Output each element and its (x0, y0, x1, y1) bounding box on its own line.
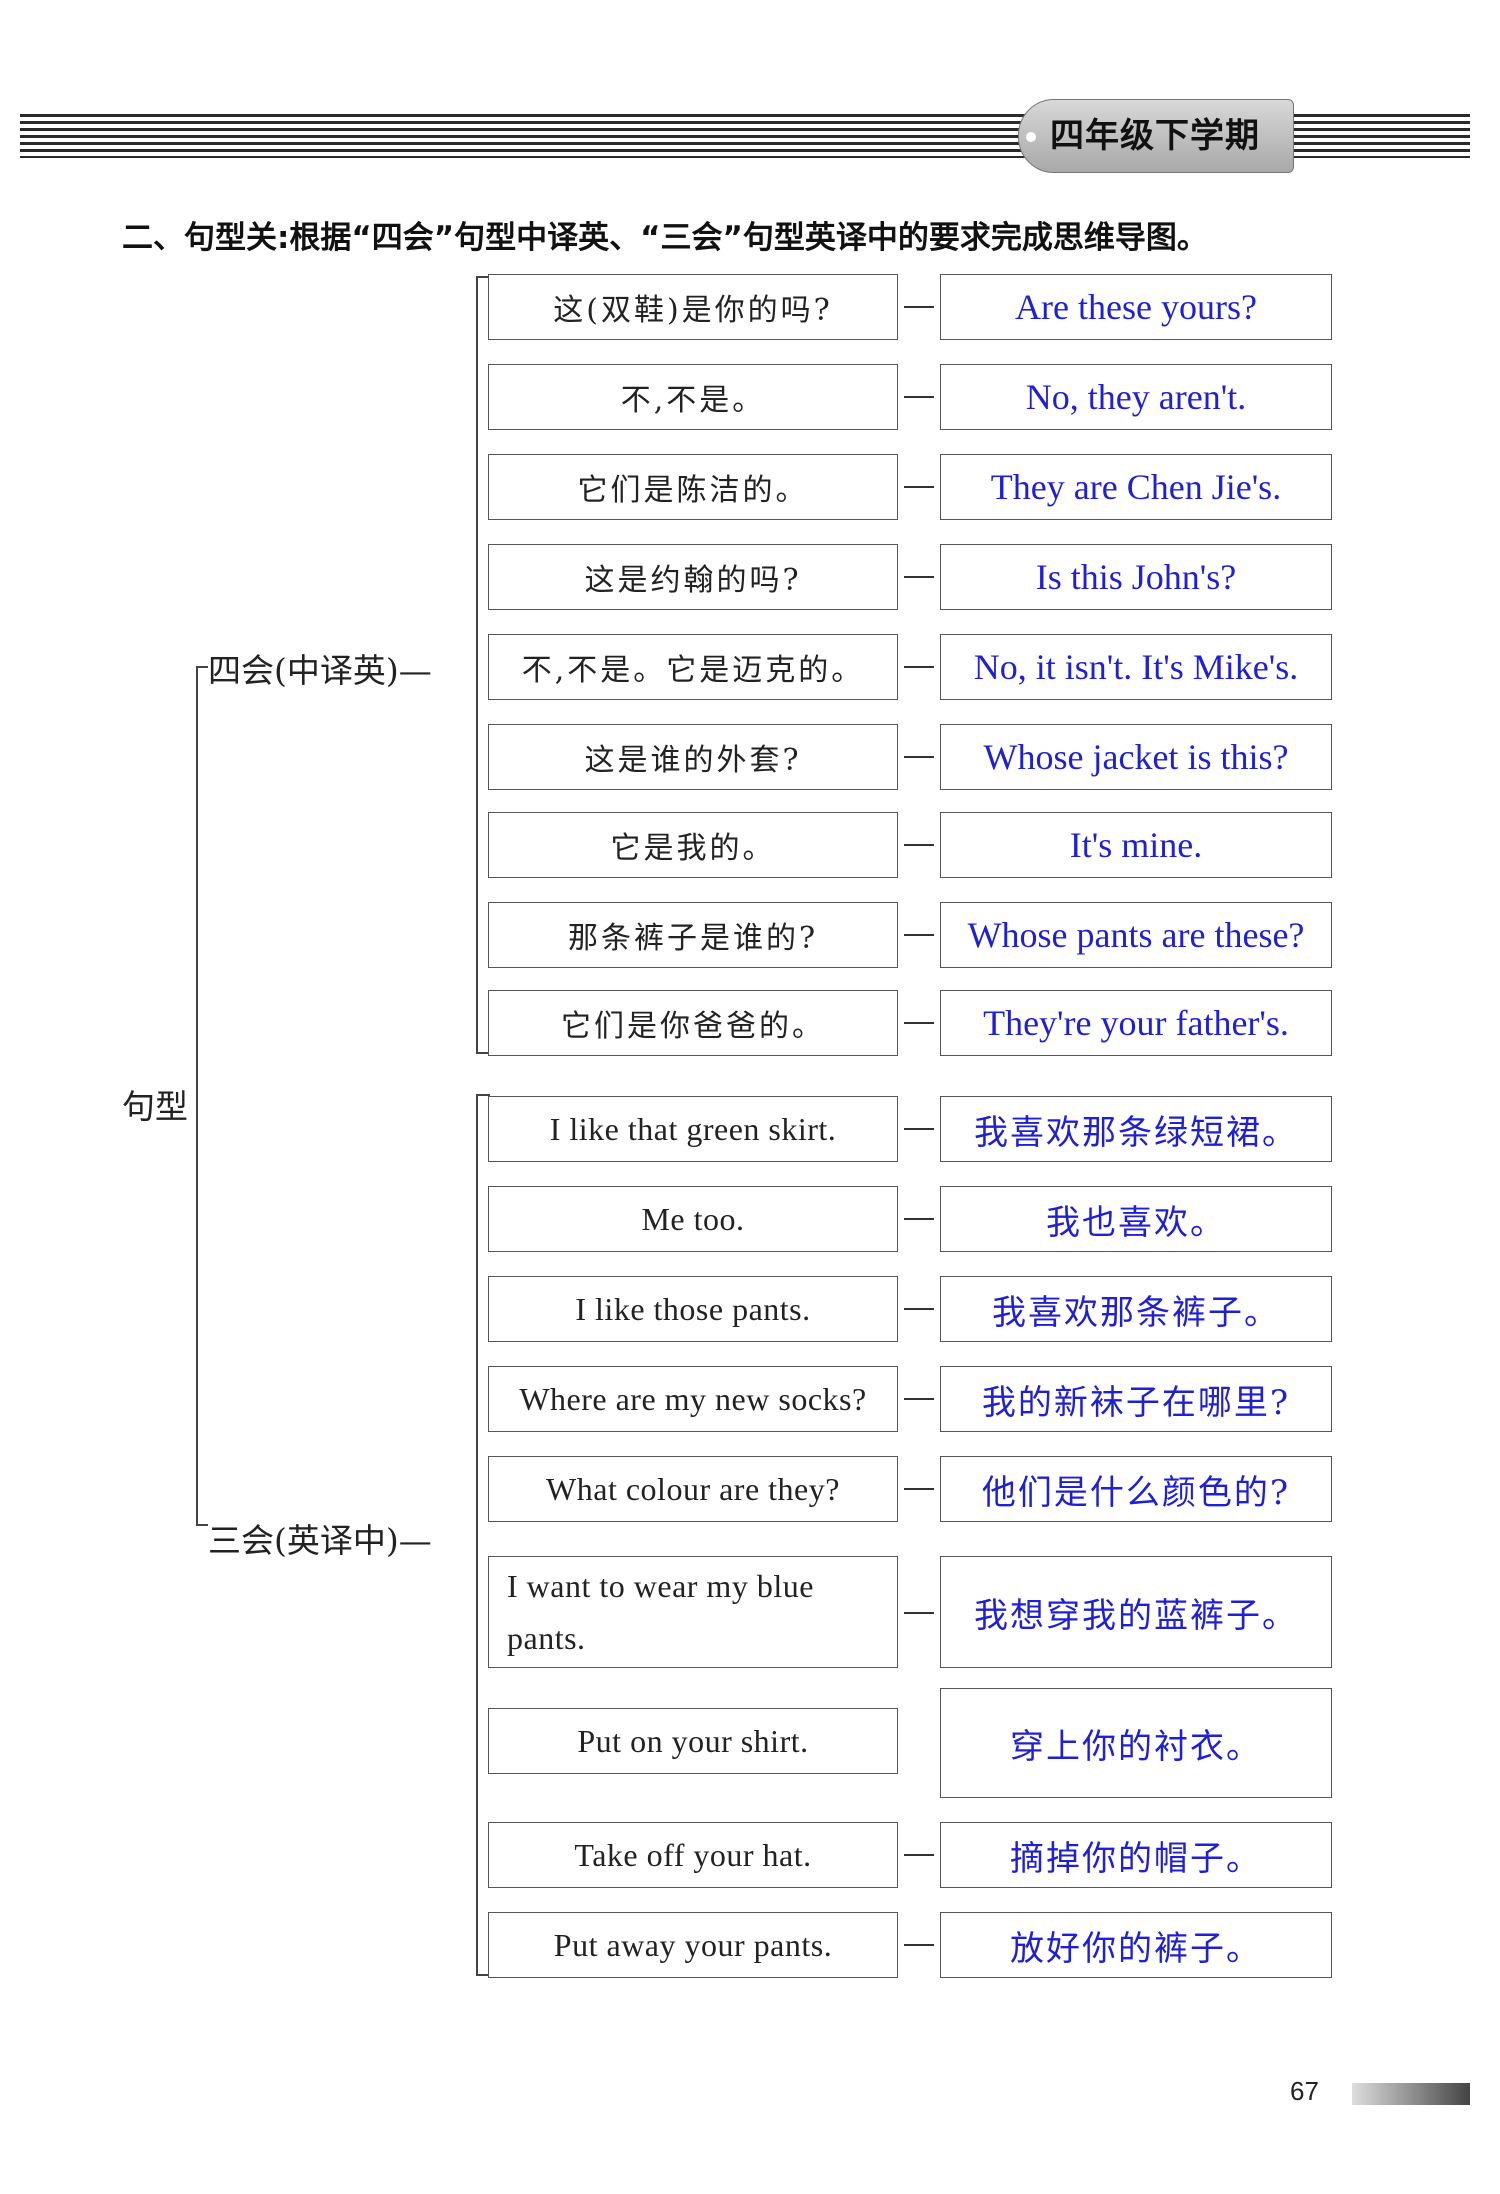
row-connector-dash (904, 1022, 934, 1024)
four-skills-answer: It's mine. (940, 812, 1332, 878)
grade-tab-label: 四年级下学期 (1050, 116, 1260, 156)
four-skills-answer: No, they aren't. (940, 364, 1332, 430)
three-skills-prompt: I like those pants. (488, 1276, 898, 1342)
three-skills-answer: 我想穿我的蓝裤子。 (940, 1556, 1332, 1668)
exercise-instruction: 二、句型关:根据“四会”句型中译英、“三会”句型英译中的要求完成思维导图。 (122, 220, 1208, 256)
row-connector-dash (904, 844, 934, 846)
row-connector-dash (904, 756, 934, 758)
row-connector-dash (904, 486, 934, 488)
three-skills-answer: 穿上你的衬衣。 (940, 1688, 1332, 1798)
row-connector-dash (904, 1398, 934, 1400)
row-connector-dash (904, 934, 934, 936)
row-connector-dash (904, 1612, 934, 1614)
three-skills-answer: 摘掉你的帽子。 (940, 1822, 1332, 1888)
tree-branch-bottom-line (196, 1524, 208, 1526)
three-skills-prompt: Take off your hat. (488, 1822, 898, 1888)
header-stripes-left (20, 114, 1025, 158)
four-skills-prompt: 这是谁的外套? (488, 724, 898, 790)
three-skills-answer: 我喜欢那条绿短裙。 (940, 1096, 1332, 1162)
four-skills-prompt: 它们是陈洁的。 (488, 454, 898, 520)
row-connector-dash (904, 1218, 934, 1220)
branch-three-skills-label: 三会(英译中)— (208, 1521, 432, 1560)
three-skills-prompt: I like that green skirt. (488, 1096, 898, 1162)
bracket-three-bottom (476, 1974, 490, 1976)
four-skills-prompt: 那条裤子是谁的? (488, 902, 898, 968)
four-skills-prompt: 这是约翰的吗? (488, 544, 898, 610)
row-connector-dash (904, 1944, 934, 1946)
four-skills-answer: Whose pants are these? (940, 902, 1332, 968)
three-skills-prompt: I want to wear my blue pants. (488, 1556, 898, 1668)
bracket-four-top (476, 276, 490, 278)
bracket-four-bottom (476, 1052, 490, 1054)
row-connector-dash (904, 576, 934, 578)
three-skills-answer: 我也喜欢。 (940, 1186, 1332, 1252)
four-skills-prompt: 不,不是。它是迈克的。 (488, 634, 898, 700)
four-skills-prompt: 它是我的。 (488, 812, 898, 878)
row-connector-dash (904, 1128, 934, 1130)
tree-branch-top-line (196, 666, 208, 668)
four-skills-answer: No, it isn't. It's Mike's. (940, 634, 1332, 700)
three-skills-answer: 放好你的裤子。 (940, 1912, 1332, 1978)
branch-four-skills-label: 四会(中译英)— (208, 651, 432, 690)
four-skills-answer: They are Chen Jie's. (940, 454, 1332, 520)
row-connector-dash (904, 1854, 934, 1856)
tree-trunk-line (196, 666, 198, 1526)
tree-root-label: 句型 (122, 1087, 188, 1126)
three-skills-answer: 我的新袜子在哪里? (940, 1366, 1332, 1432)
three-skills-answer: 我喜欢那条裤子。 (940, 1276, 1332, 1342)
three-skills-prompt: Put away your pants. (488, 1912, 898, 1978)
three-skills-prompt: What colour are they? (488, 1456, 898, 1522)
three-skills-prompt: Where are my new socks? (488, 1366, 898, 1432)
tab-dot-icon (1026, 132, 1036, 142)
bracket-four-skills (476, 276, 478, 1054)
three-skills-answer: 他们是什么颜色的? (940, 1456, 1332, 1522)
row-connector-dash (904, 666, 934, 668)
header-stripes-right (1292, 114, 1470, 158)
bracket-three-top (476, 1094, 490, 1096)
row-connector-dash (904, 306, 934, 308)
four-skills-answer: They're your father's. (940, 990, 1332, 1056)
four-skills-answer: Are these yours? (940, 274, 1332, 340)
row-connector-dash (904, 396, 934, 398)
row-connector-dash (904, 1308, 934, 1310)
four-skills-prompt: 不,不是。 (488, 364, 898, 430)
grade-tab (1018, 99, 1294, 173)
bracket-three-skills (476, 1094, 478, 1976)
four-skills-prompt: 这(双鞋)是你的吗? (488, 274, 898, 340)
page-number-bar (1352, 2083, 1470, 2105)
page-number: 67 (1290, 2076, 1319, 2106)
four-skills-answer: Is this John's? (940, 544, 1332, 610)
four-skills-prompt: 它们是你爸爸的。 (488, 990, 898, 1056)
four-skills-answer: Whose jacket is this? (940, 724, 1332, 790)
row-connector-dash (904, 1488, 934, 1490)
three-skills-prompt: Put on your shirt. (488, 1708, 898, 1774)
three-skills-prompt: Me too. (488, 1186, 898, 1252)
